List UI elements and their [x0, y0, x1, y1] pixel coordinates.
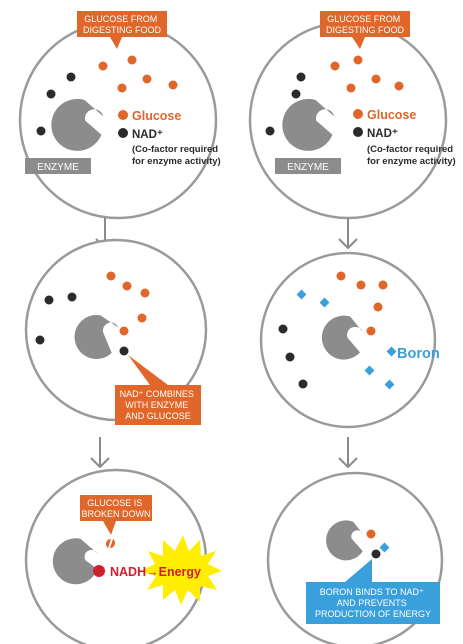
legend-note: (Co-factor required for enzyme activity) — [132, 144, 221, 167]
enzyme-label-box — [25, 158, 91, 174]
right-panel-2: Boron — [259, 251, 440, 429]
callout-pointer — [110, 37, 122, 49]
nadh-label: NADH→Energy — [110, 565, 201, 579]
top-callout-text: GLUCOSE FROM DIGESTING FOOD — [83, 14, 162, 35]
left-panel-1: Glucose NAD⁺ (Co-factor required for enz… — [18, 11, 221, 220]
nad-dot — [119, 346, 129, 356]
glucose-dot — [336, 271, 346, 281]
broken-glucose-half — [106, 539, 111, 548]
glucose-dot — [346, 83, 356, 93]
legend-glucose-label: Glucose — [367, 108, 416, 122]
legend-nad-dot — [353, 127, 363, 137]
mid-callout-text: NAD⁺ COMBINES WITH ENZYME AND GLUCOSE — [120, 389, 197, 421]
down-arrow-icon — [90, 437, 110, 469]
down-arrow-icon — [338, 437, 358, 469]
glucose-dot — [119, 326, 129, 336]
nad-dot — [371, 549, 381, 559]
glucose-dot — [366, 326, 376, 336]
boron-label: Boron — [397, 346, 440, 362]
right-panel-1: Glucose NAD⁺ (Co-factor required for enz… — [248, 11, 456, 220]
diamond-icon — [379, 542, 390, 553]
cell-circle — [248, 20, 448, 220]
nad-dot — [36, 126, 46, 136]
glucose-dot — [353, 55, 363, 65]
nad-dot — [291, 89, 301, 99]
legend-note: (Co-factor required for enzyme activity) — [367, 144, 456, 167]
nad-dot — [46, 89, 56, 99]
callout-pointer — [352, 37, 365, 49]
glucose-dot — [371, 74, 381, 84]
glucose-dot — [127, 55, 137, 65]
bottom-callout-text: GLUCOSE IS BROKEN DOWN — [81, 498, 150, 519]
enzyme-label: ENZYME — [37, 162, 79, 173]
top-callout-text: GLUCOSE FROM DIGESTING FOOD — [326, 14, 405, 35]
glucose-dot — [122, 281, 132, 291]
nad-dot — [66, 72, 76, 82]
nad-dot — [285, 352, 295, 362]
glucose-dot — [373, 302, 383, 312]
glucose-dot — [142, 74, 152, 84]
glucose-dot — [394, 81, 404, 91]
diamond-icon — [364, 365, 375, 376]
nad-dot — [44, 295, 54, 305]
mid-callout-box — [115, 385, 201, 425]
legend-nad-dot — [118, 128, 128, 138]
cell-circle — [18, 20, 218, 220]
down-arrow-icon — [338, 218, 358, 250]
nad-dot — [296, 72, 306, 82]
glucose-dot — [366, 529, 376, 539]
glucose-dot — [330, 61, 340, 71]
starburst-icon — [141, 535, 222, 605]
enzyme-shape — [52, 538, 98, 585]
glucose-dot — [356, 280, 366, 290]
left-panel-3: NADH→Energy GLUCOSE IS BROKEN DOWN — [24, 468, 222, 644]
broken-glucose-half — [110, 539, 115, 548]
enzyme-shape — [51, 98, 104, 151]
top-callout-box — [77, 11, 167, 37]
glucose-dot — [140, 288, 150, 298]
boron-callout-box — [306, 582, 440, 624]
diamond-icon — [386, 346, 397, 357]
glucose-dot — [117, 83, 127, 93]
top-callout-box — [320, 11, 410, 37]
diamond-icon — [296, 289, 307, 300]
legend-nad-label: NAD⁺ — [367, 128, 398, 140]
glucose-dot — [106, 271, 116, 281]
nad-dot — [265, 126, 275, 136]
nad-dot — [278, 324, 288, 334]
enzyme-shape — [321, 315, 363, 360]
enzyme-label-box — [275, 158, 341, 174]
legend-nad-label: NAD⁺ — [132, 129, 163, 141]
glucose-dot — [168, 80, 178, 90]
enzyme-shape — [282, 98, 335, 151]
nad-dot — [298, 379, 308, 389]
right-panel-3: BORON BINDS TO NAD⁺ AND PREVENTS PRODUCT… — [266, 471, 444, 644]
diamond-icon — [384, 379, 395, 390]
left-panel-2: NAD⁺ COMBINES WITH ENZYME AND GLUCOSE — [24, 238, 208, 425]
callout-pointer — [345, 559, 372, 582]
nadh-dot — [93, 565, 105, 577]
glucose-dot — [137, 313, 147, 323]
nad-dot — [35, 335, 45, 345]
bottom-callout-box — [80, 495, 152, 521]
diamond-icon — [319, 297, 330, 308]
enzyme-shape — [326, 520, 363, 561]
enzyme-label: ENZYME — [287, 162, 329, 173]
nad-dot — [67, 292, 77, 302]
glucose-dot — [378, 280, 388, 290]
enzyme-shape — [74, 314, 119, 359]
legend-glucose-dot — [353, 109, 363, 119]
callout-pointer — [128, 355, 168, 385]
legend-glucose-label: Glucose — [132, 109, 181, 123]
boron-callout-text: BORON BINDS TO NAD⁺ AND PREVENTS PRODUCT… — [315, 587, 431, 619]
glucose-dot — [98, 61, 108, 71]
callout-pointer — [103, 521, 116, 535]
legend-glucose-dot — [118, 110, 128, 120]
